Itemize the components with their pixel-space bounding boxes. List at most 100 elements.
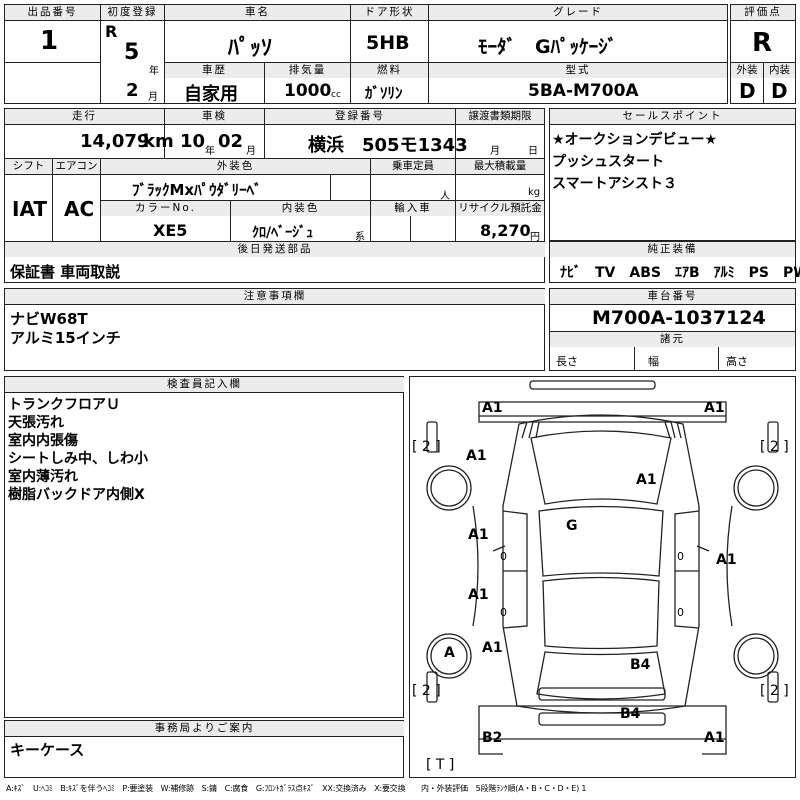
- office-label: 事務局よりご案内: [5, 721, 404, 736]
- insp-month-unit: 月: [246, 146, 256, 157]
- equipment-label: 純正装備: [550, 242, 795, 257]
- interior-label: 内装: [764, 63, 795, 78]
- zero-mark-3: 0: [677, 550, 684, 563]
- inspector-line-1: トランクフロアＵ: [8, 397, 120, 413]
- mark-front-left: A1: [482, 400, 503, 416]
- ac-label: エアコン: [53, 159, 100, 174]
- mark-rear-door-left: A1: [468, 587, 489, 603]
- equipment: ﾅﾋﾞ TV ABS ｴｱB ｱﾙﾐ PS PW: [560, 265, 800, 281]
- chassis-box: [549, 288, 796, 371]
- chassis-label: 車台番号: [550, 289, 795, 304]
- transfer-month: 月: [490, 146, 500, 157]
- insp-year-unit: 年: [205, 146, 215, 157]
- fuel-label: 燃料: [351, 63, 428, 78]
- plate-label: 登録番号: [265, 109, 455, 124]
- sales-point-3: スマートアシスト３: [552, 176, 678, 192]
- height-label: 高さ: [726, 355, 748, 368]
- first-reg-label: 初度登録: [101, 5, 164, 20]
- mark-front-right: A1: [704, 400, 725, 416]
- mark-front-door-left: A1: [468, 527, 489, 543]
- displacement: 1000: [284, 81, 332, 101]
- width-label: 幅: [648, 355, 659, 368]
- later-parts: 保証書 車両取説: [10, 263, 121, 281]
- displacement-label: 排気量: [265, 63, 350, 78]
- mark-sill-left: A1: [482, 640, 503, 656]
- color-label: 外装色: [101, 159, 370, 174]
- inspector-line-3: 室内内張傷: [8, 433, 78, 449]
- mileage: 14,079: [80, 131, 150, 152]
- sales-point-2: プッシュスタート: [552, 154, 664, 170]
- damage-diagram-box: [409, 376, 796, 778]
- office-box: [4, 720, 404, 778]
- sales-point-label: セールスポイント: [550, 109, 795, 124]
- transfer-day: 日: [528, 146, 538, 157]
- mark-fender-left: A1: [466, 448, 487, 464]
- zero-mark-4: 0: [677, 606, 684, 619]
- mark-rear-right: A1: [704, 730, 725, 746]
- tire-front-left: [ 2 ]: [412, 439, 441, 455]
- specs-label: 諸元: [550, 332, 795, 347]
- reg-year: 5: [124, 40, 140, 65]
- color-no: XE5: [153, 221, 188, 240]
- recycle-label: リサイクル預託金: [456, 201, 544, 216]
- inspection-label: 車検: [165, 109, 264, 124]
- int-color-label: 内装色: [231, 201, 370, 216]
- type-label: 型式: [429, 63, 727, 78]
- sales-point-box: [549, 108, 796, 241]
- recycle-unit: 円: [530, 232, 540, 243]
- interior-grade: D: [771, 79, 788, 103]
- max-load-unit: kg: [528, 187, 541, 198]
- zero-mark-2: 0: [500, 606, 507, 619]
- grade-label: グレード: [429, 5, 727, 20]
- insp-month: 02: [218, 131, 244, 152]
- type: 5BA-M700A: [528, 81, 639, 101]
- note-1: ナビW68T: [10, 310, 88, 328]
- exterior-label: 外装: [731, 63, 763, 78]
- color: ﾌﾞﾗｯｸMxﾊﾟｳﾀﾞﾘｰﾍﾞ: [132, 181, 262, 199]
- mark-wheel-rear-left: A: [444, 645, 455, 661]
- notes-box: [4, 288, 545, 371]
- door-type: 5HB: [366, 32, 410, 54]
- int-color: ｸﾛ/ﾍﾞｰｼﾞｭ: [252, 225, 314, 241]
- history-label: 車歴: [165, 63, 264, 78]
- inspector-line-2: 天張汚れ: [8, 415, 64, 431]
- tire-rear-left: [ 2 ]: [412, 683, 441, 699]
- shift-label: シフト: [5, 159, 52, 174]
- int-color-unit: 系: [355, 232, 365, 243]
- tire-rear-right: [ 2 ]: [760, 683, 789, 699]
- mark-front-door-right: A1: [716, 552, 737, 568]
- mark-rear-left: B2: [482, 730, 503, 746]
- length-label: 長さ: [556, 355, 578, 368]
- reg-month: 2: [126, 80, 139, 101]
- trunk-mark: [ T ]: [426, 757, 455, 773]
- inspector-line-4: シートしみ中、しわ小: [8, 451, 148, 467]
- notes-label: 注意事項欄: [5, 289, 545, 304]
- plate-number: 横浜 505モ1343: [308, 135, 468, 156]
- mileage-unit: km: [143, 131, 174, 152]
- lot-label: 出品番号: [5, 5, 100, 20]
- exterior-grade: D: [739, 79, 756, 103]
- recycle: 8,270: [480, 221, 531, 240]
- note-2: アルミ15インチ: [10, 329, 121, 347]
- later-parts-label: 後日発送部品: [5, 242, 545, 257]
- details-table: [4, 108, 545, 283]
- office-note: キーケース: [10, 741, 85, 759]
- capacity-unit: 人: [440, 191, 450, 202]
- sales-point-1: ★オークションデビュー★: [552, 132, 718, 148]
- mark-roof: A1: [636, 472, 657, 488]
- mark-rear-bumper: B4: [620, 706, 641, 722]
- era: R: [105, 22, 118, 41]
- equipment-box: [549, 241, 796, 283]
- inspector-box: [4, 376, 404, 718]
- inspector-line-6: 樹脂バックドア内側X: [8, 487, 145, 503]
- lot-number: 1: [40, 26, 59, 56]
- model-label: 車名: [165, 5, 350, 20]
- month-unit: 月: [148, 92, 158, 103]
- transfer-label: 譲渡書類期限: [456, 109, 544, 124]
- shift: IAT: [12, 197, 48, 221]
- grade: ﾓｰﾀﾞ Gﾊﾟｯｹｰｼﾞ: [478, 36, 618, 58]
- score: R: [752, 28, 773, 58]
- score-label: 評価点: [731, 5, 795, 20]
- displacement-unit: cc: [331, 90, 341, 100]
- history: 自家用: [184, 84, 238, 105]
